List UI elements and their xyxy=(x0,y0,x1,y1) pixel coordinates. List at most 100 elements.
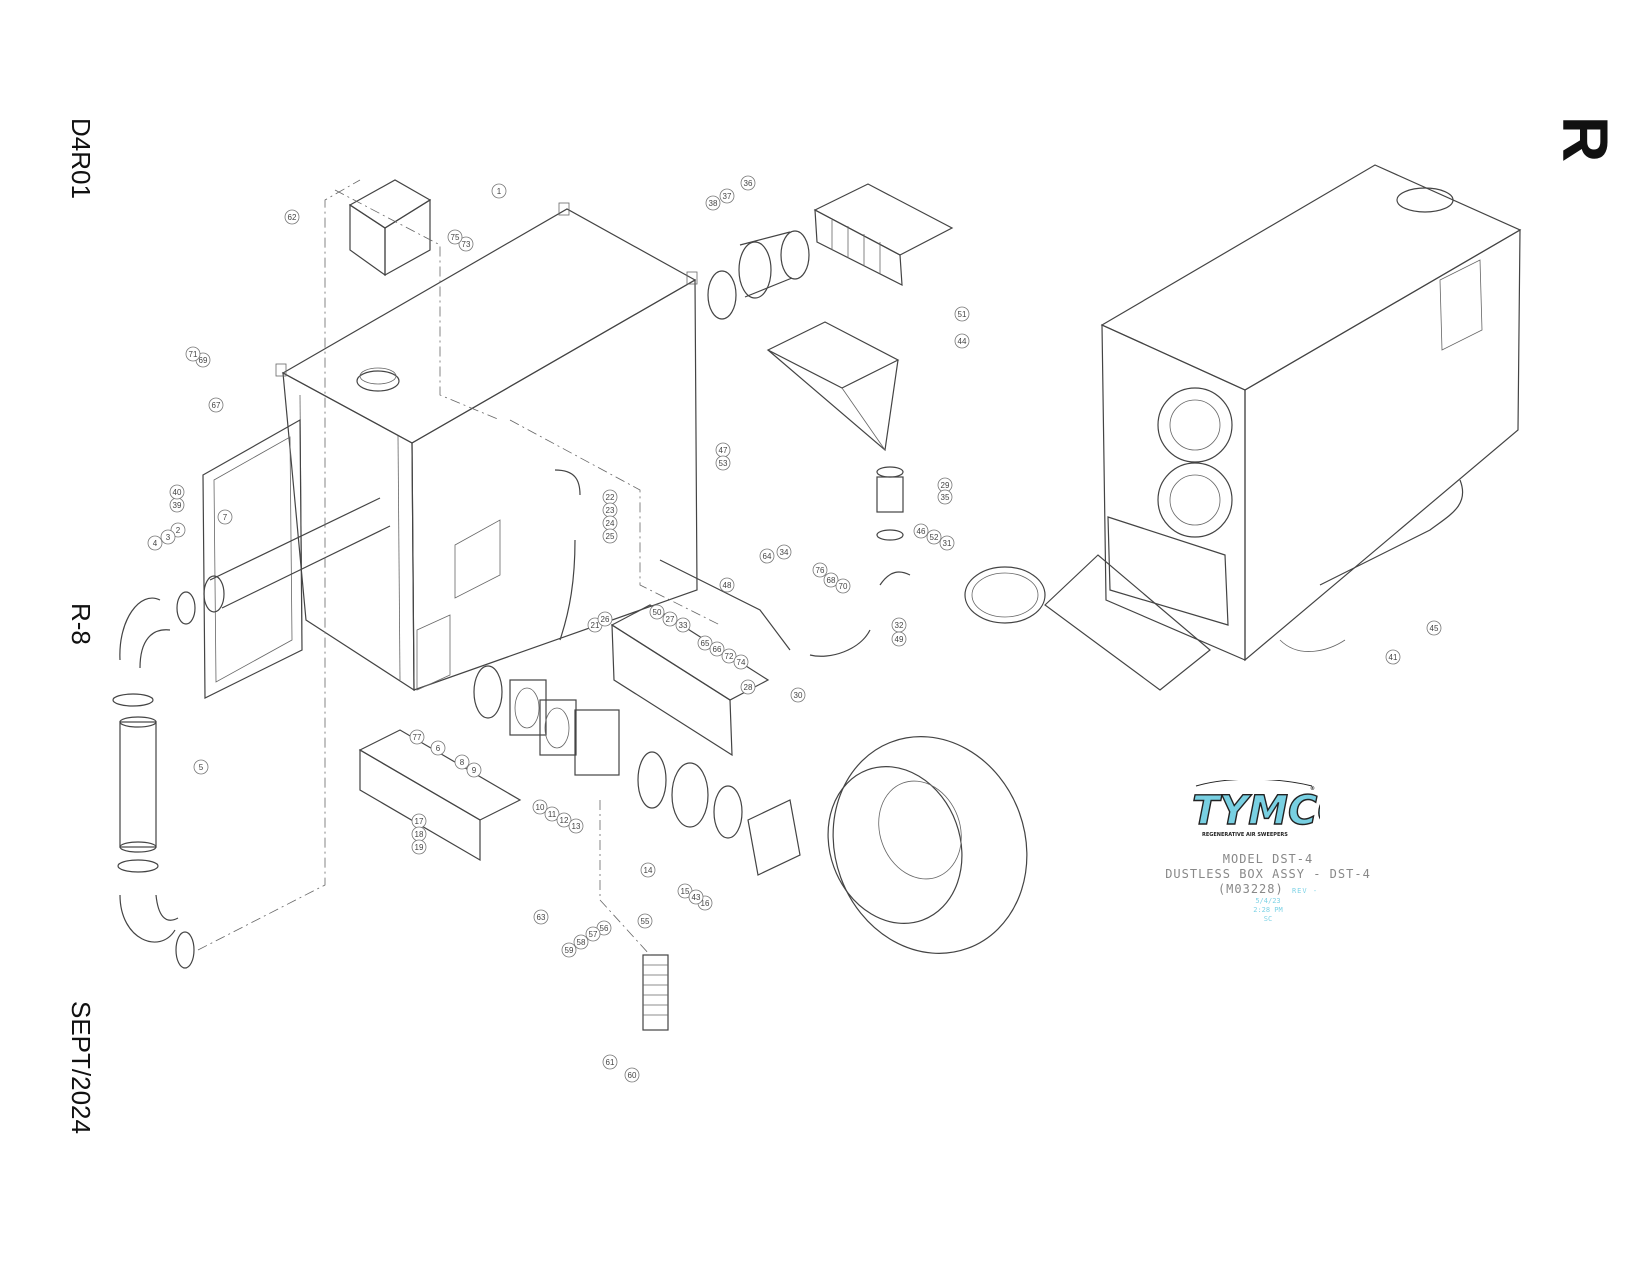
callout-33: 33 xyxy=(675,617,691,633)
hopper-chute xyxy=(766,321,904,541)
svg-text:59: 59 xyxy=(565,946,574,955)
callout-74: 74 xyxy=(733,654,749,670)
svg-text:41: 41 xyxy=(1389,653,1398,662)
stamp-date: 5/4/23 xyxy=(1255,897,1281,905)
callout-19: 19 xyxy=(411,839,427,855)
svg-text:14: 14 xyxy=(644,866,653,875)
callout-52: 52 xyxy=(926,529,942,545)
mounting-rail xyxy=(358,604,770,862)
svg-text:55: 55 xyxy=(641,917,650,926)
callout-23: 23 xyxy=(602,502,618,518)
callout-60: 60 xyxy=(624,1067,640,1083)
callout-11: 11 xyxy=(544,806,560,822)
model-label: MODEL DST-4 xyxy=(1222,852,1314,866)
callout-22: 22 xyxy=(602,489,618,505)
svg-text:76: 76 xyxy=(816,566,825,575)
callout-8: 8 xyxy=(454,754,470,770)
svg-text:67: 67 xyxy=(212,401,221,410)
rev-note: REV - xyxy=(1291,887,1319,895)
callout-32: 32 xyxy=(891,617,907,633)
callout-50: 50 xyxy=(649,604,665,620)
stamp-time: 2:28 PM xyxy=(1253,906,1283,914)
stamp-initials: SC xyxy=(1263,915,1273,923)
callout-1: 1 xyxy=(491,183,507,199)
svg-text:3: 3 xyxy=(166,533,171,542)
callout-67: 67 xyxy=(208,397,224,413)
callout-6: 6 xyxy=(430,740,446,756)
heater-core xyxy=(599,800,669,1031)
callout-65: 65 xyxy=(697,635,713,651)
svg-text:77: 77 xyxy=(413,733,422,742)
svg-text:61: 61 xyxy=(606,1058,615,1067)
svg-text:32: 32 xyxy=(895,621,904,630)
callout-58: 58 xyxy=(573,934,589,950)
callout-64: 64 xyxy=(759,548,775,564)
svg-text:25: 25 xyxy=(606,532,615,541)
callout-49: 49 xyxy=(891,631,907,647)
callout-76: 76 xyxy=(812,562,828,578)
svg-text:51: 51 xyxy=(958,310,967,319)
callout-61: 61 xyxy=(602,1054,618,1070)
svg-text:72: 72 xyxy=(725,652,734,661)
svg-text:9: 9 xyxy=(472,766,477,775)
callout-14: 14 xyxy=(640,862,656,878)
callout-70: 70 xyxy=(835,578,851,594)
callout-68: 68 xyxy=(823,572,839,588)
callout-75: 75 xyxy=(447,229,463,245)
svg-text:62: 62 xyxy=(288,213,297,222)
svg-text:40: 40 xyxy=(173,488,182,497)
control-box xyxy=(334,179,501,421)
svg-text:44: 44 xyxy=(958,337,967,346)
svg-text:6: 6 xyxy=(436,744,441,753)
svg-text:2: 2 xyxy=(176,526,181,535)
callout-63: 63 xyxy=(533,909,549,925)
callout-37: 37 xyxy=(719,188,735,204)
svg-text:48: 48 xyxy=(723,581,732,590)
dustless-box-main xyxy=(176,202,698,699)
callout-73: 73 xyxy=(458,236,474,252)
callout-31: 31 xyxy=(939,535,955,551)
callout-46: 46 xyxy=(913,523,929,539)
svg-text:66: 66 xyxy=(713,645,722,654)
inlet-hose-assembly xyxy=(112,179,361,969)
svg-text:26: 26 xyxy=(601,615,610,624)
svg-text:46: 46 xyxy=(917,527,926,536)
callout-10: 10 xyxy=(532,799,548,815)
callout-57: 57 xyxy=(585,926,601,942)
callout-28: 28 xyxy=(740,679,756,695)
callout-35: 35 xyxy=(937,489,953,505)
svg-text:23: 23 xyxy=(606,506,615,515)
callout-40: 40 xyxy=(169,484,185,500)
tymco-logo: TYMCO REGENERATIVE AIR SWEEPERS ® xyxy=(1191,780,1320,838)
callout-9: 9 xyxy=(466,762,482,778)
svg-text:57: 57 xyxy=(589,930,598,939)
callout-47: 47 xyxy=(715,442,731,458)
svg-text:75: 75 xyxy=(451,233,460,242)
callout-12: 12 xyxy=(556,812,572,828)
callout-45: 45 xyxy=(1426,620,1442,636)
svg-text:7: 7 xyxy=(223,513,228,522)
svg-text:63: 63 xyxy=(537,913,546,922)
svg-text:47: 47 xyxy=(719,446,728,455)
callout-43: 43 xyxy=(688,889,704,905)
svg-text:50: 50 xyxy=(653,608,662,617)
svg-text:34: 34 xyxy=(780,548,789,557)
svg-text:1: 1 xyxy=(497,187,502,196)
callout-51: 51 xyxy=(954,306,970,322)
title-block: MODEL DST-4 DUSTLESS BOX ASSY - DST-4 (M… xyxy=(1118,776,1418,924)
callout-3: 3 xyxy=(160,529,176,545)
svg-text:60: 60 xyxy=(628,1071,637,1080)
svg-text:8: 8 xyxy=(460,758,465,767)
svg-text:49: 49 xyxy=(895,635,904,644)
callout-48: 48 xyxy=(719,577,735,593)
svg-text:58: 58 xyxy=(577,938,586,947)
callout-36: 36 xyxy=(740,175,756,191)
callout-24: 24 xyxy=(602,515,618,531)
callout-66: 66 xyxy=(709,641,725,657)
callout-72: 72 xyxy=(721,648,737,664)
svg-text:27: 27 xyxy=(666,615,675,624)
svg-text:18: 18 xyxy=(415,830,424,839)
callout-41: 41 xyxy=(1385,649,1401,665)
svg-text:35: 35 xyxy=(941,493,950,502)
